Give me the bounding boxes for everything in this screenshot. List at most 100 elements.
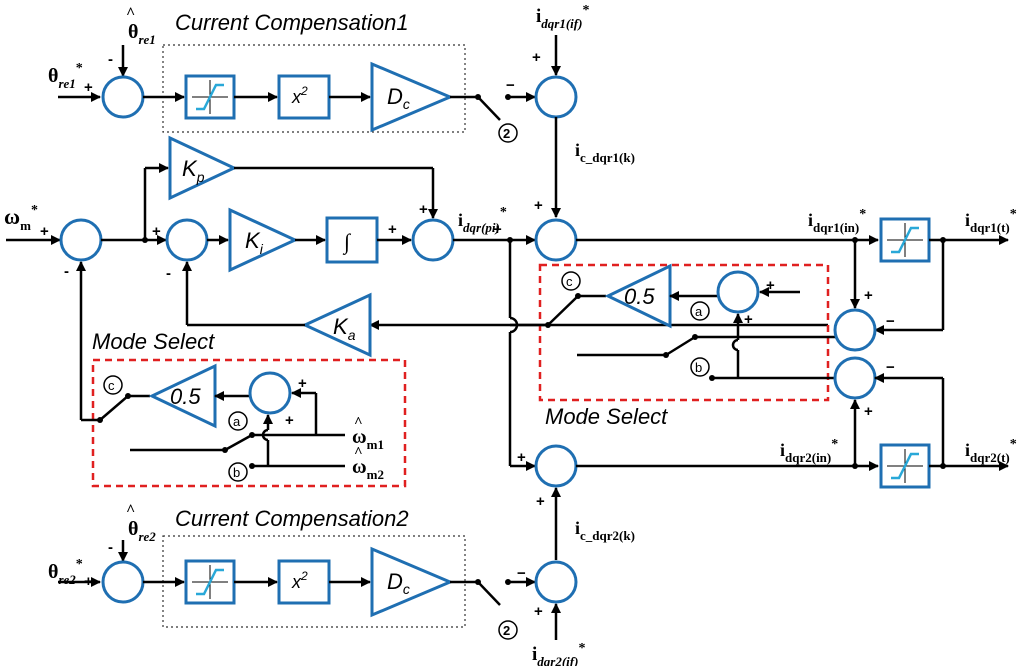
mode-select-right: Mode Select c 0.5 + + a b (510, 263, 840, 429)
svg-text:+: + (517, 449, 526, 466)
mode-select-left-title: Mode Select (92, 329, 215, 354)
dc-gain-cc2 (370, 546, 454, 618)
half-label-right: 0.5 (624, 284, 655, 309)
svg-text:-: - (166, 265, 171, 282)
cc1-box (162, 44, 466, 133)
sum-mode-right (716, 270, 760, 314)
saturation-block-cc1 (184, 74, 236, 120)
current-compensation1-group: Current Compensation1 θre1* + θre1 ^ - x… (48, 3, 635, 218)
sum-junction-ic2 (534, 560, 578, 604)
integrator-label: ∫ (342, 229, 352, 255)
theta-re2-hat-label: θre2 (128, 518, 156, 544)
svg-text:a: a (695, 304, 703, 319)
svg-text:+: + (152, 223, 161, 240)
integrator-block (325, 216, 379, 264)
switch-2-marker-bottom (498, 620, 518, 640)
svg-text:+: + (536, 493, 545, 510)
ki-gain (228, 207, 299, 273)
svg-text:+: + (40, 223, 49, 240)
saturation-block-cc2 (184, 559, 236, 605)
sum-mode-left (248, 371, 292, 415)
omega-m-star-label: ωm* (4, 203, 38, 233)
svg-text:−: − (886, 313, 895, 330)
half-label-left: 0.5 (170, 384, 201, 409)
svg-text:^: ^ (354, 445, 363, 461)
i-dqr2-t-label: idqr2(t)* (965, 437, 1017, 465)
svg-text:+: + (534, 603, 543, 620)
svg-text:^: ^ (126, 5, 135, 22)
svg-text:-: - (64, 263, 69, 280)
i-dqr1-t-label: idqr1(t)* (965, 207, 1017, 235)
cc2-title: Current Compensation2 (175, 506, 409, 531)
ka-gain (301, 292, 372, 358)
sum-dqr1-in (534, 218, 578, 262)
sum-junction-ic1 (534, 75, 578, 119)
i-dqr1-if-label: idqr1(if)* (536, 3, 589, 31)
switch-2-marker-top (498, 123, 518, 143)
i-dqr2-in-label: idqr2(in)* (780, 437, 838, 465)
mode-select-left-box (91, 358, 407, 488)
speed-pi-loop: ωm* + - Kp + - Ki ∫ + + idqr(pi)* + + (4, 135, 828, 471)
svg-text:^: ^ (354, 415, 363, 431)
ki-label: Ki (245, 228, 264, 257)
dc-label-cc2: Dc (387, 569, 410, 597)
i-c-dqr2-k-label: ic_dqr2(k) (575, 518, 635, 543)
svg-text:+: + (766, 277, 775, 294)
svg-text:-: - (108, 539, 113, 556)
mode-select-right-box (538, 263, 830, 402)
theta-re1-hat-label: θre1 (128, 21, 156, 47)
svg-text:b: b (233, 465, 240, 480)
dc-label-cc1: Dc (387, 84, 410, 112)
cc1-title: Current Compensation1 (175, 10, 409, 35)
sum-junction-1 (101, 75, 145, 119)
i-dqr2-if-label: idqr2(if)* (532, 641, 585, 666)
x2-label-cc1: x2 (291, 84, 308, 107)
mode-select-right-title: Mode Select (545, 404, 668, 429)
svg-text:+: + (864, 287, 873, 304)
theta-re1-star-label: θre1* (48, 61, 83, 91)
current-compensation2-group: + ic_dqr2(k) Current Compensation2 θre2*… (48, 487, 635, 666)
svg-text:+: + (419, 201, 428, 218)
kp-label: Kp (182, 156, 205, 185)
sum-error-2 (833, 356, 877, 400)
svg-text:+: + (388, 221, 397, 238)
kp-gain (168, 135, 238, 201)
mode-select-left: Mode Select c 0.5 + + a b ωm1 ^ ωm2 ^ (81, 329, 407, 488)
sum-speed-error (59, 218, 103, 262)
x2-label-cc2: x2 (291, 569, 308, 592)
svg-text:c: c (566, 274, 573, 289)
svg-text:+: + (298, 375, 307, 392)
svg-text:2: 2 (503, 623, 510, 638)
sum-error-1 (833, 308, 877, 352)
dc-gain-cc1 (370, 61, 454, 133)
svg-text:b: b (695, 360, 702, 375)
switch-cc2 (477, 581, 501, 606)
svg-text:+: + (285, 412, 294, 429)
omega-m1-hat-label: ωm1 (352, 426, 384, 452)
sum-ic1-minus: − (506, 77, 515, 94)
svg-text:a: a (233, 414, 241, 429)
svg-text:+: + (864, 403, 873, 420)
i-dqr-pi-label: idqr(pi)* (458, 205, 507, 235)
svg-text:+: + (493, 221, 502, 238)
svg-text:−: − (517, 565, 526, 582)
output-section: idqr1(in)* idqr1(t)* − + − + idqr2(in)* … (534, 207, 1017, 489)
svg-text:−: − (886, 359, 895, 376)
ka-label: Ka (333, 314, 356, 343)
saturation-block-out2 (879, 443, 931, 489)
sum-dqr2-in (534, 444, 578, 488)
sum1-minus: - (108, 51, 113, 68)
sum1-plus: + (84, 79, 93, 96)
sum-ka-feedback (165, 218, 209, 262)
i-c-dqr1-k-label: ic_dqr1(k) (575, 140, 635, 165)
sum-pi-output (411, 218, 455, 262)
omega-m2-hat-label: ωm2 (352, 456, 384, 482)
i-dqr1-in-label: idqr1(in)* (808, 207, 866, 235)
svg-text:c: c (108, 378, 115, 393)
svg-text:+: + (744, 311, 753, 328)
svg-text:+: + (534, 197, 543, 214)
sum-junction-2 (101, 560, 145, 604)
saturation-block-out1 (879, 217, 931, 263)
svg-text:2: 2 (503, 126, 510, 141)
